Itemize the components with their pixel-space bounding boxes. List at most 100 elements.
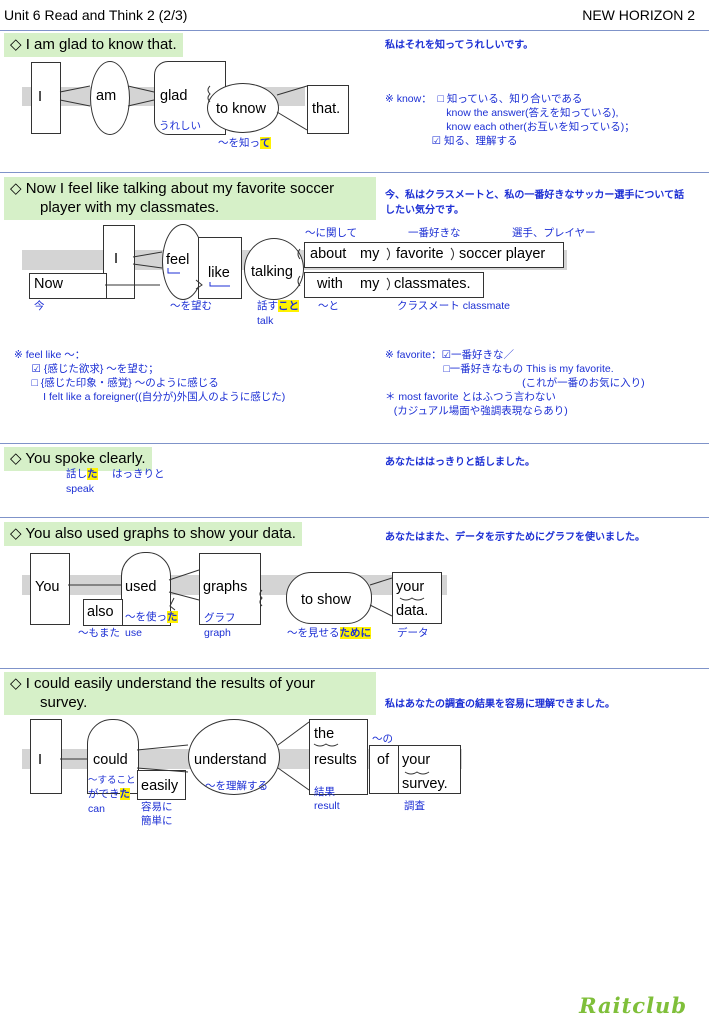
- word-used: used: [125, 579, 157, 595]
- note-know: ※ know： □ 知っている、知り合いである know the answer(…: [385, 93, 635, 147]
- word-understand: understand: [194, 752, 267, 768]
- word-that: that.: [312, 101, 341, 117]
- like-box: [198, 237, 242, 299]
- gloss-suru-koto: 〜すること: [88, 775, 136, 786]
- gloss-ga-dekita: ができた: [88, 788, 130, 800]
- verb-box: [121, 552, 171, 626]
- word-about: about: [310, 246, 347, 262]
- word-survey: survey.: [402, 776, 448, 792]
- gloss-use: use: [125, 627, 142, 639]
- word-my: my: [360, 246, 380, 262]
- word-with: with: [317, 276, 343, 292]
- sentence-2: ◇ Now I feel like talking about my favor…: [4, 177, 376, 220]
- adverb-box: [29, 273, 107, 299]
- word-my: my: [360, 276, 380, 292]
- gloss-graph: graph: [204, 627, 231, 639]
- sentence-3: ◇ You spoke clearly.: [4, 447, 152, 471]
- gloss-classmate: クラスメート classmate: [397, 300, 510, 312]
- gloss-ichiban: 一番好きな: [408, 227, 461, 239]
- with-phrase-box: [304, 272, 484, 298]
- infinitive-box: [286, 572, 372, 624]
- gloss-kantan: 簡単に: [141, 815, 173, 827]
- word-data: data.: [396, 603, 429, 619]
- subject-box: [31, 62, 61, 134]
- note-favorite: ※ favorite：☑一番好きな／ □一番好きなもの This is my f…: [385, 349, 645, 417]
- word-classmates: classmates.: [394, 276, 471, 292]
- subject-box: [30, 553, 70, 625]
- gloss-deta: データ: [397, 627, 429, 639]
- word-your: your: [402, 752, 431, 768]
- gloss-talk: talk: [257, 315, 274, 327]
- object-box: [199, 553, 261, 625]
- modal-box: [87, 719, 139, 794]
- gloss-result: result: [314, 800, 340, 812]
- adverb-box: [137, 770, 186, 800]
- gloss-youi: 容易に: [141, 801, 173, 813]
- gloss-hanashita: 話した: [66, 468, 98, 480]
- word-feel: feel: [166, 252, 190, 268]
- object-box: [309, 719, 368, 795]
- infinitive-oval: [207, 83, 279, 133]
- gloss-wo-tsukatta: 〜を使った: [125, 611, 178, 623]
- sentence-5: ◇ I could easily understand the results …: [4, 672, 376, 715]
- word-also: also: [87, 604, 114, 620]
- gloss-ureshii: うれしい: [159, 120, 201, 132]
- verb-oval: [188, 719, 280, 795]
- about-phrase-box: [304, 242, 564, 268]
- word-glad: glad: [160, 88, 188, 104]
- subject-box: [30, 719, 62, 794]
- gloss-hanasu: 話すこと: [257, 300, 299, 312]
- gloss-ima: 今: [34, 300, 45, 312]
- subject-box: [103, 225, 135, 299]
- sentence-3-translation: あなたははっきりと話しました。: [385, 457, 535, 468]
- word-results: results: [314, 752, 357, 768]
- note-feel-like: ※ feel like 〜： ☑ {感じた欲求} 〜を望む； □ {感じた印象・…: [14, 349, 286, 403]
- word-i: I: [114, 251, 119, 267]
- word-could: could: [93, 752, 128, 768]
- adverb-box: [83, 599, 123, 626]
- word-now: Now: [34, 276, 64, 292]
- textbook-name: NEW HORIZON 2: [582, 7, 695, 23]
- gloss-mo-mata: 〜もまた: [78, 627, 120, 639]
- gloss-gurafu: グラフ: [204, 612, 236, 624]
- word-i: I: [38, 89, 43, 105]
- gloss-ni-kanshite: 〜に関して: [305, 227, 358, 239]
- word-i: I: [38, 752, 43, 768]
- word-to-show: to show: [301, 592, 351, 608]
- gloss-kekka: 結果: [314, 786, 335, 798]
- gloss-wo-nozomu: 〜を望む: [170, 300, 212, 312]
- word-you: You: [35, 579, 60, 595]
- word-like: like: [208, 265, 230, 281]
- object-box: [307, 85, 349, 134]
- gloss-chousa: 調査: [404, 800, 425, 812]
- survey-box: [398, 745, 461, 794]
- sentence-5-translation: 私はあなたの調査の結果を容易に理解できました。: [385, 699, 615, 710]
- gloss-can: can: [88, 803, 105, 815]
- verb-oval: [90, 61, 130, 135]
- word-soccer-player: soccer player: [459, 246, 546, 262]
- gloss-wo-miseru: 〜を見せるために: [287, 627, 371, 639]
- raitclub-logo: Raitclub: [579, 993, 687, 1018]
- sentence-2-translation: 今、私はクラスメートと、私の一番好きなサッカー選手について話 したい気分です。: [385, 190, 685, 216]
- sentence-1-translation: 私はそれを知ってうれしいです。: [385, 40, 534, 51]
- gloss-wo-shitte: 〜を知って: [218, 137, 271, 149]
- sentence-1: ◇ I am glad to know that.: [4, 33, 183, 57]
- word-the: the: [314, 726, 335, 742]
- gloss-senshu: 選手、プレイヤー: [512, 227, 596, 239]
- word-talking: talking: [251, 264, 293, 280]
- verb-oval: [162, 224, 204, 300]
- word-graphs: graphs: [203, 579, 248, 595]
- word-am: am: [96, 88, 117, 104]
- divider: [0, 30, 709, 31]
- word-easily: easily: [141, 778, 179, 794]
- gloss-to: 〜と: [318, 300, 339, 312]
- gloss-speak: speak: [66, 483, 95, 495]
- word-favorite: favorite: [396, 246, 444, 262]
- unit-title: Unit 6 Read and Think 2 (2/3): [4, 7, 188, 23]
- word-to-know: to know: [216, 101, 266, 117]
- gerund-oval: [244, 238, 304, 300]
- word-of: of: [377, 752, 390, 768]
- gloss-hakkiri: はっきりと: [112, 468, 165, 480]
- gloss-no: 〜の: [372, 733, 393, 745]
